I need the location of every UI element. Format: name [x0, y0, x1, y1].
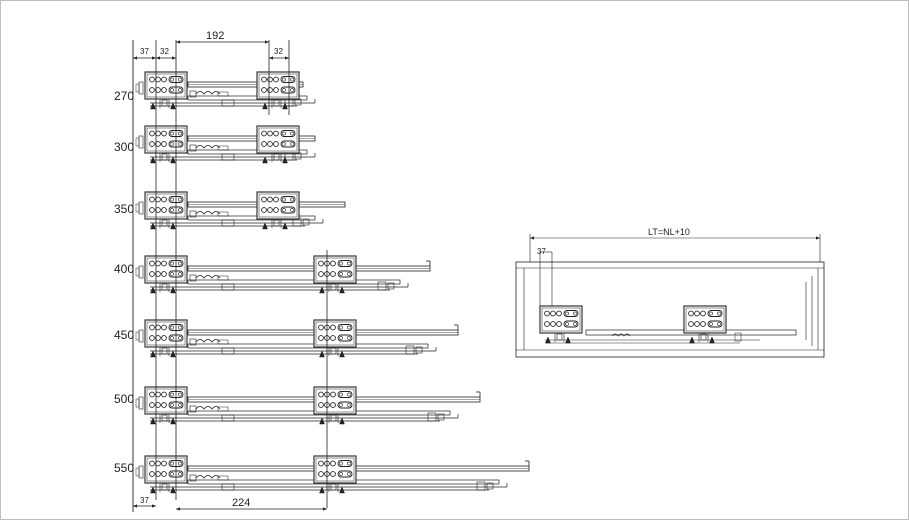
dim-37-bottom — [133, 504, 156, 508]
bracket-right-270 — [256, 71, 300, 110]
bracket-right-450 — [313, 319, 357, 358]
row-label-350: 350 — [114, 202, 135, 216]
rail-row-400 — [135, 255, 431, 294]
side-overall-label: LT=NL+10 — [648, 227, 690, 237]
rail-lower-270 — [187, 95, 308, 101]
bracket-right-550 — [313, 455, 357, 494]
side-offset-label: 37 — [537, 247, 546, 256]
rail-lower-450 — [187, 343, 429, 349]
dim-32-left — [156, 56, 176, 60]
row-label-270: 270 — [114, 89, 135, 103]
rail-row-550 — [135, 455, 530, 494]
side-view — [515, 234, 825, 358]
dim-37-top — [133, 56, 156, 60]
row-label-450: 450 — [114, 328, 135, 342]
dim-32-right — [269, 56, 289, 60]
bracket-left-300 — [144, 125, 188, 164]
top-span-label: 192 — [206, 30, 225, 42]
dimension-lines — [132, 40, 328, 512]
row-label-550: 550 — [114, 461, 135, 475]
bracket-right-300 — [256, 125, 300, 164]
rail-row-350 — [135, 191, 346, 230]
side-bracket-right — [683, 305, 727, 344]
bracket-left-400 — [144, 255, 188, 294]
bracket-right-500 — [313, 386, 357, 425]
bracket-left-270 — [144, 71, 188, 110]
rail-row-450 — [135, 319, 459, 358]
row-label-400: 400 — [114, 262, 135, 276]
rail-lower-350 — [187, 215, 316, 221]
bottom-left-offset-label: 37 — [140, 496, 149, 505]
rail-lower-300 — [187, 149, 308, 155]
rail-row-300 — [135, 125, 316, 164]
row-label-500: 500 — [114, 392, 135, 406]
bracket-left-500 — [144, 386, 188, 425]
top-pitch-left-label: 32 — [160, 47, 169, 56]
top-pitch-right-label: 32 — [274, 47, 283, 56]
rail-row-270 — [135, 71, 316, 110]
side-cabinet-outline — [515, 261, 825, 358]
bracket-left-350 — [144, 191, 188, 230]
top-left-offset-label: 37 — [140, 47, 149, 56]
bottom-span-label: 224 — [232, 497, 251, 509]
rail-lower-400 — [187, 279, 401, 285]
bracket-right-400 — [313, 255, 357, 294]
row-label-300: 300 — [114, 140, 135, 154]
dim-192 — [176, 40, 269, 44]
bracket-left-550 — [144, 455, 188, 494]
dim-224 — [176, 507, 327, 511]
bracket-right-350 — [256, 191, 300, 230]
rail-rows — [135, 71, 530, 494]
side-bracket-left — [539, 305, 583, 344]
bracket-left-450 — [144, 319, 188, 358]
rail-row-500 — [135, 386, 481, 425]
